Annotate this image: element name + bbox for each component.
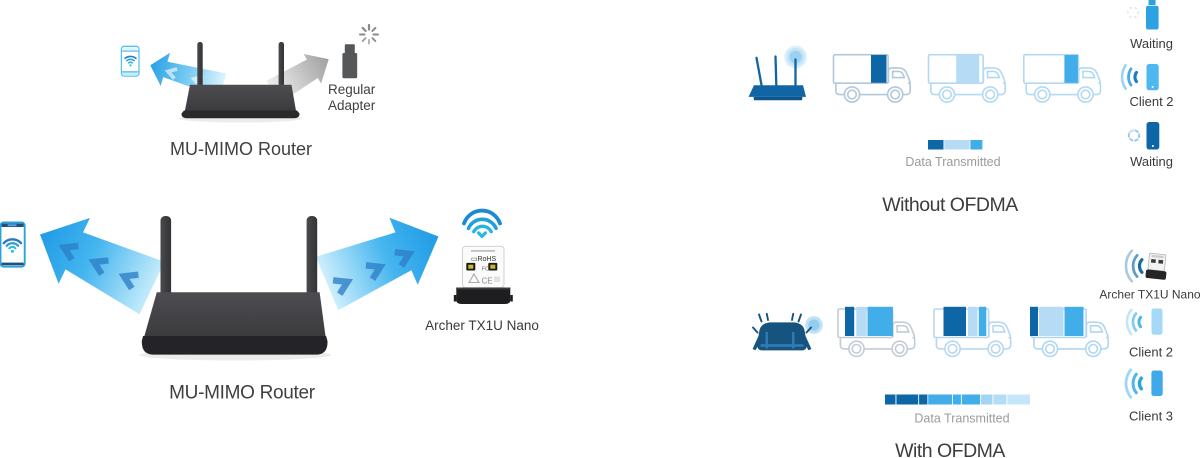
svg-text:Client 2: Client 2 [1129, 345, 1173, 360]
svg-text:Waiting: Waiting [1130, 36, 1173, 51]
svg-text:With OFDMA: With OFDMA [895, 440, 1005, 458]
svg-text:CE: CE [482, 277, 493, 286]
svg-text:MU-MIMO Router: MU-MIMO Router [169, 383, 316, 404]
svg-text:FC: FC [482, 267, 489, 273]
svg-text:Archer TX1U Nano: Archer TX1U Nano [425, 318, 539, 333]
svg-text:Without OFDMA: Without OFDMA [882, 194, 1018, 216]
svg-text:Client 3: Client 3 [1129, 409, 1173, 424]
svg-text:▭RoHS: ▭RoHS [471, 256, 497, 263]
svg-text:Adapter: Adapter [328, 98, 376, 113]
svg-text:Regular: Regular [328, 82, 376, 97]
svg-text:Waiting: Waiting [1130, 154, 1173, 169]
svg-text:Archer TX1U Nano: Archer TX1U Nano [1099, 288, 1200, 302]
svg-text:MU-MIMO Router: MU-MIMO Router [170, 139, 312, 159]
svg-text:Data Transmitted: Data Transmitted [914, 412, 1009, 426]
svg-text:Data Transmitted: Data Transmitted [905, 155, 1000, 169]
svg-text:Client 2: Client 2 [1129, 94, 1173, 109]
